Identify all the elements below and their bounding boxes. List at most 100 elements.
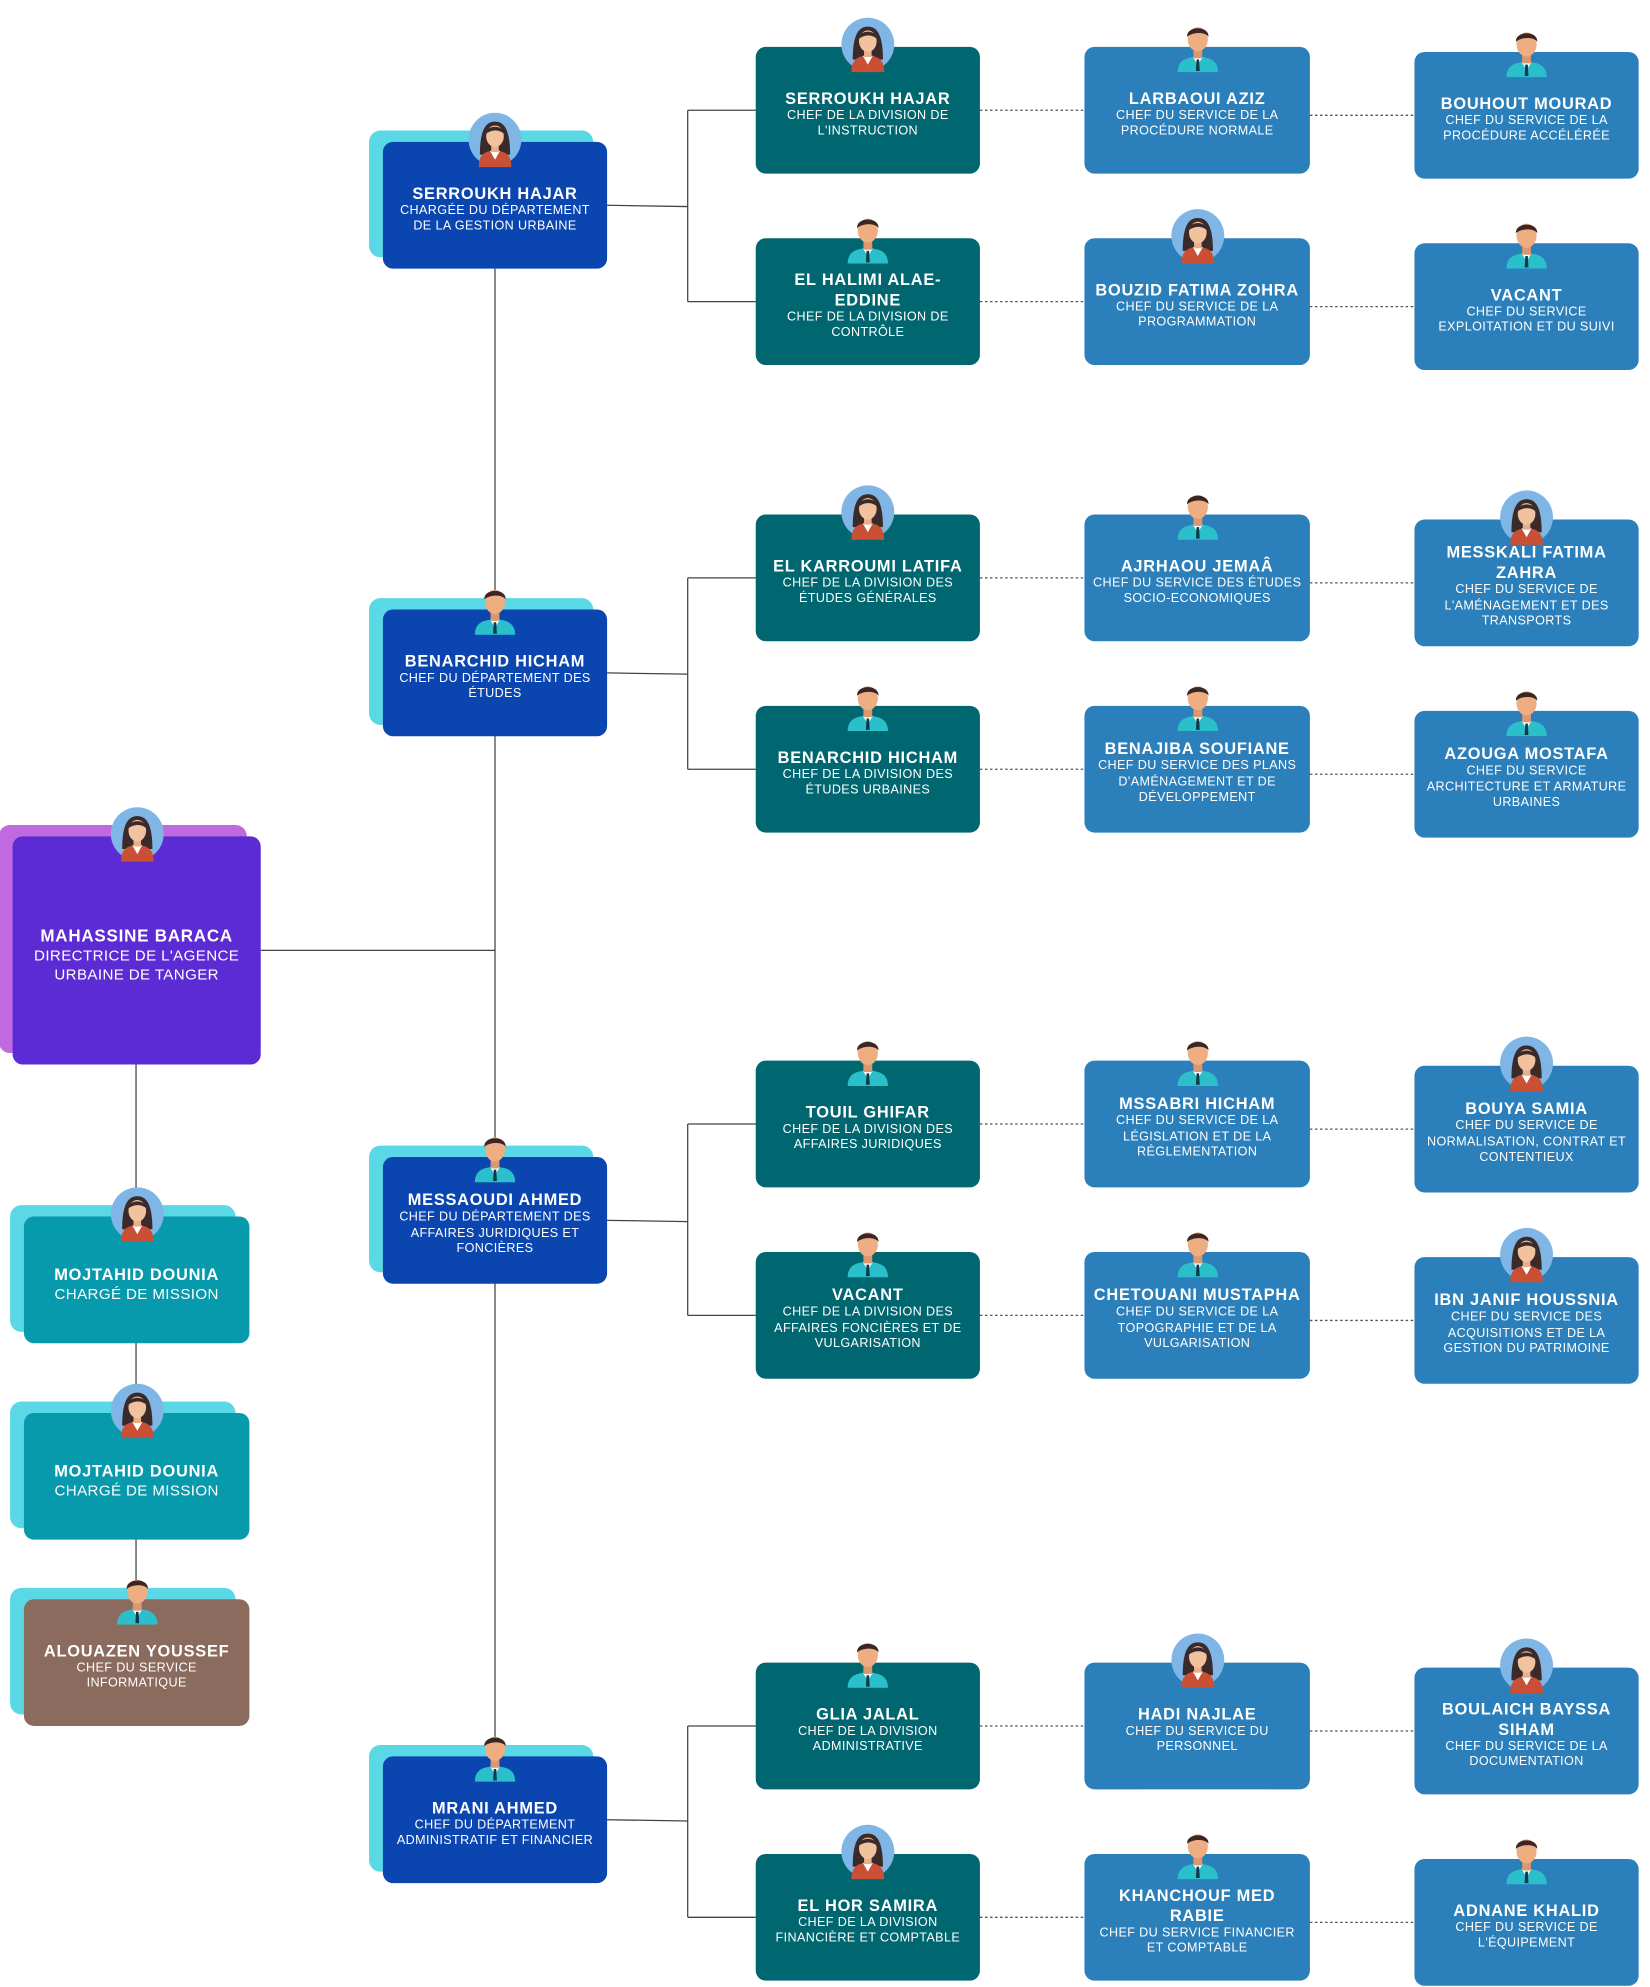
person-name: SERROUKH HAJAR — [412, 183, 578, 203]
person-name: BENARCHID HICHAM — [777, 747, 959, 767]
woman-avatar-icon — [1499, 1035, 1554, 1092]
person-name: BOUYA SAMIA — [1465, 1098, 1588, 1119]
person-name: MAHASSINE BARACA — [40, 925, 233, 945]
man-avatar-icon — [840, 675, 895, 732]
job-title: CHARGÉ DE MISSION — [54, 1284, 219, 1303]
job-title: CHEF DU SERVICE INFORMATIQUE — [76, 1660, 197, 1691]
person-name: ADNANE KHALID — [1453, 1900, 1600, 1920]
job-title: CHEF DU SERVICE EXPLOITATION ET DU SUIVI — [1438, 304, 1615, 335]
person-name: MESSAOUDI AHMED — [407, 1190, 583, 1210]
man-avatar-icon — [1169, 675, 1224, 732]
person-name: EL KARROUMI LATIFA — [773, 555, 963, 575]
person-name: AJRHAOU JEMAÂ — [1120, 555, 1274, 575]
person-name: BENAJIBA SOUFIANE — [1104, 739, 1290, 759]
person-name: LARBAOUI AZIZ — [1128, 88, 1266, 108]
woman-avatar-icon — [1169, 208, 1224, 264]
job-title: CHEF DE LA DIVISION DES AFFAIRES FONCIÈR… — [774, 1305, 962, 1352]
person-name: VACANT — [1490, 284, 1563, 304]
job-title: DIRECTRICE DE L'AGENCE URBAINE DE TANGER — [34, 945, 240, 983]
person-name: VACANT — [832, 1285, 904, 1305]
job-title: CHEF DU SERVICE DE LA PROCÉDURE ACCÉLÉRÉ… — [1443, 113, 1610, 144]
job-title: CHEF DE LA DIVISION DE CONTRÔLE — [787, 309, 949, 340]
woman-avatar-icon — [109, 806, 164, 862]
woman-avatar-icon — [840, 484, 895, 540]
man-avatar-icon — [467, 1127, 522, 1183]
person-name: BOUHOUT MOURAD — [1440, 93, 1613, 113]
man-avatar-icon — [1499, 213, 1554, 269]
job-title: CHEF DU SERVICE DE LA LÉGISLATION ET DE … — [1115, 1114, 1279, 1160]
job-title: CHEF DU SERVICE DE LA PROGRAMMATION — [1115, 299, 1279, 330]
man-avatar-icon — [840, 1222, 895, 1278]
man-avatar-icon — [1169, 16, 1224, 73]
man-avatar-icon — [1169, 484, 1224, 540]
man-avatar-icon — [1499, 1829, 1554, 1885]
woman-avatar-icon — [109, 1186, 164, 1242]
job-title: CHEF DU DÉPARTEMENT ADMINISTRATIF ET FIN… — [396, 1817, 594, 1848]
person-name: KHANCHOUF MED RABIE — [1119, 1884, 1276, 1925]
job-title: CHEF DU SERVICE DE L'AMÉNAGEMENT ET DES … — [1444, 583, 1609, 629]
man-avatar-icon — [1499, 22, 1554, 78]
job-title: CHEF DU SERVICE DU PERSONNEL — [1125, 1724, 1269, 1754]
person-name: AZOUGA MOSTAFA — [1444, 744, 1609, 764]
woman-avatar-icon — [1499, 1227, 1554, 1283]
job-title: CHARGÉE DU DÉPARTEMENT DE LA GESTION URB… — [400, 203, 590, 234]
man-avatar-icon — [1169, 1030, 1224, 1087]
man-avatar-icon — [1169, 1222, 1224, 1278]
person-name: BENARCHID HICHAM — [404, 650, 586, 670]
job-title: CHEF DE LA DIVISION ADMINISTRATIVE — [798, 1724, 938, 1754]
job-title: CHEF DE LA DIVISION DES ÉTUDES GÉNÉRALES — [782, 575, 953, 606]
job-title: CHEF DU SERVICE DES PLANS D'AMÉNAGEMENT … — [1098, 759, 1297, 806]
job-title: CHEF DE LA DIVISION FINANCIÈRE ET COMPTA… — [775, 1915, 961, 1946]
person-name: EL HALIMI ALAE-EDDINE — [794, 269, 942, 309]
person-name: MOJTAHID DOUNIA — [54, 1460, 220, 1480]
woman-avatar-icon — [109, 1383, 164, 1439]
person-name: ALOUAZEN YOUSSEF — [43, 1640, 230, 1660]
job-title: CHEF DE LA DIVISION DES ÉTUDES URBAINES — [782, 767, 953, 798]
department-to-division-branch-line — [607, 204, 688, 208]
person-name: MESSKALI FATIMA ZAHRA — [1446, 542, 1607, 582]
person-name: MOJTAHID DOUNIA — [54, 1264, 220, 1284]
woman-avatar-icon — [840, 16, 895, 73]
